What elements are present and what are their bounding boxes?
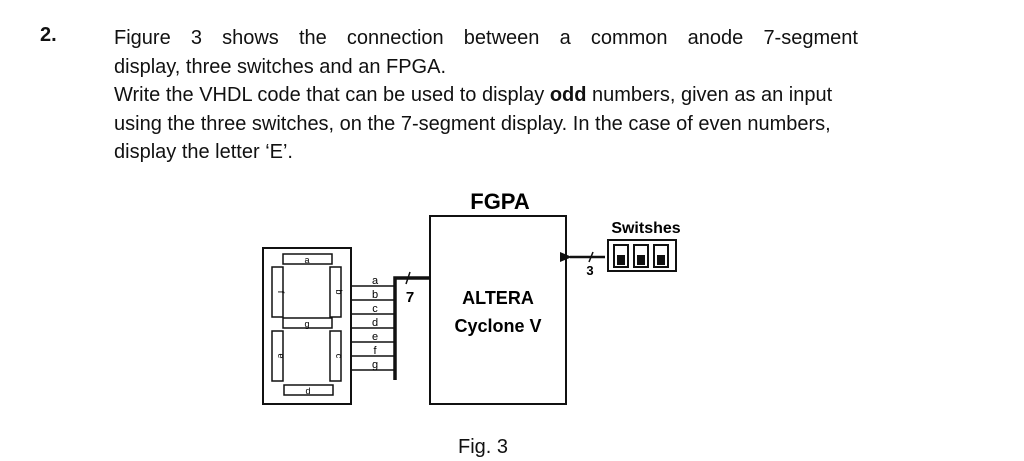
word: anode (687, 27, 744, 49)
fpga-model: Cyclone V (454, 316, 541, 336)
switch-2[interactable] (633, 244, 649, 268)
word: the (298, 27, 327, 49)
question-line-4: using the three switches, on the 7-segme… (114, 112, 831, 135)
switch-1[interactable] (613, 244, 629, 268)
switch-3[interactable] (653, 244, 669, 268)
pin-label-c: c (372, 303, 378, 315)
segment-label-d: d (305, 386, 310, 396)
segment-label-a: a (304, 255, 309, 265)
pin-label-f: f (373, 345, 377, 357)
segment-label-e: e (276, 353, 286, 358)
fpga-vendor: ALTERA (462, 288, 534, 308)
pin-label-b: b (372, 289, 378, 301)
word: 7-segment (763, 27, 858, 49)
bus-line (393, 276, 430, 380)
switch-bus-width-label: 3 (586, 263, 593, 278)
display-outline (262, 247, 352, 405)
segment-c (329, 330, 342, 382)
fpga-box (429, 215, 567, 405)
segment-e (271, 330, 284, 382)
pin-label-a: a (372, 275, 379, 287)
word: between (463, 27, 540, 49)
segment-label-f: f (276, 291, 286, 294)
bus-width-label: 7 (406, 289, 414, 306)
pin-label-d: d (372, 317, 378, 329)
word: Figure (114, 27, 171, 49)
segment-f (271, 266, 284, 318)
display-bus: 7 (393, 271, 430, 380)
pin-wires: a b c d e f g (351, 275, 395, 371)
question-line-5: display the letter ‘E’. (114, 141, 293, 163)
question-text: Figure 3 shows the connection between a … (114, 24, 904, 167)
word: 3 (190, 27, 202, 49)
segment-d (283, 384, 334, 396)
dip-switches: Switshes (607, 220, 681, 272)
bus-slash (405, 271, 411, 285)
question-line-1: Figure 3 shows the connection between a … (114, 24, 858, 53)
switch-housing (607, 239, 677, 272)
word: connection (346, 27, 444, 49)
word: shows (222, 27, 279, 49)
question-number: 2. (40, 24, 57, 46)
question-line-2: display, three switches and an FPGA. (114, 55, 447, 78)
question-line-3: Write the VHDL code that can be used to … (114, 81, 904, 110)
segment-label-c: c (334, 354, 344, 359)
figure-caption: Fig. 3 (458, 436, 509, 458)
switch-bus: 3 (560, 251, 605, 278)
switches-label: Switshes (611, 220, 680, 237)
segment-g (282, 317, 333, 329)
segment-label-b: b (334, 289, 344, 294)
segment-label-g: g (304, 319, 309, 329)
word: common (590, 27, 668, 49)
seven-segment-display: a b c d e f g (262, 247, 352, 405)
switch-bus-slash (588, 251, 594, 263)
emphasis-odd: odd (549, 84, 587, 106)
pin-label-g: g (372, 359, 378, 371)
text-segment: Write the VHDL code that can be used to … (114, 84, 550, 106)
segment-b (329, 266, 342, 318)
word: a (559, 27, 571, 49)
fpga-title: FGPA (470, 189, 530, 214)
text-segment: numbers, given as an input (586, 84, 833, 106)
pin-label-e: e (372, 331, 378, 343)
fpga-block: FGPA ALTERA Cyclone V (429, 189, 567, 405)
segment-a (282, 253, 333, 265)
